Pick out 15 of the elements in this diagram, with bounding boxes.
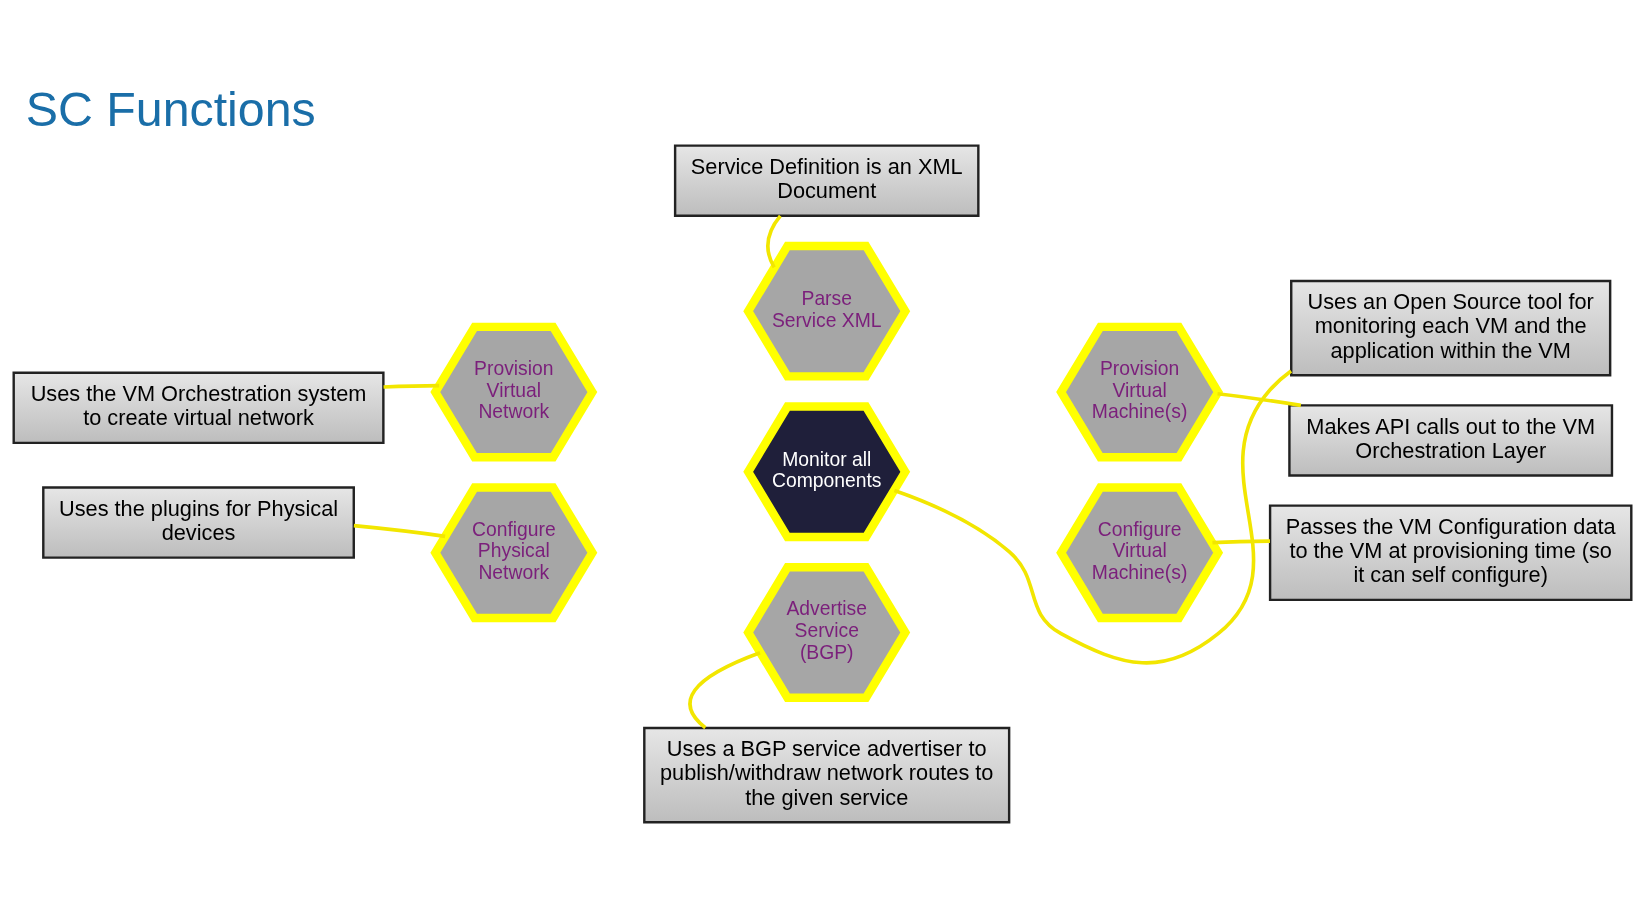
connector <box>353 523 446 539</box>
connector <box>766 214 782 269</box>
node-box: Makes API calls out to the VM Orchestration Layer <box>1288 404 1614 477</box>
diagram-title: SC Functions <box>25 82 316 137</box>
connector <box>383 383 440 389</box>
node-box: Passes the VM Configuration data to the VM at provisioning time (so it can self configure) <box>1268 504 1633 602</box>
connector <box>1212 539 1270 545</box>
node-box: Service Definition is an XML Document <box>673 144 980 217</box>
connector <box>688 651 761 730</box>
node-box: Uses the VM Orchestration system to create virtual network <box>12 371 385 445</box>
node-box: Uses a BGP service advertiser to publish/withdraw network routes to the given service <box>643 726 1011 824</box>
node-box: Uses an Open Source tool for monitoring each VM and the application within the VM <box>1290 279 1612 377</box>
node-box: Uses the plugins for Physical devices <box>42 486 355 559</box>
connector <box>893 369 1293 665</box>
connector <box>1217 391 1302 408</box>
